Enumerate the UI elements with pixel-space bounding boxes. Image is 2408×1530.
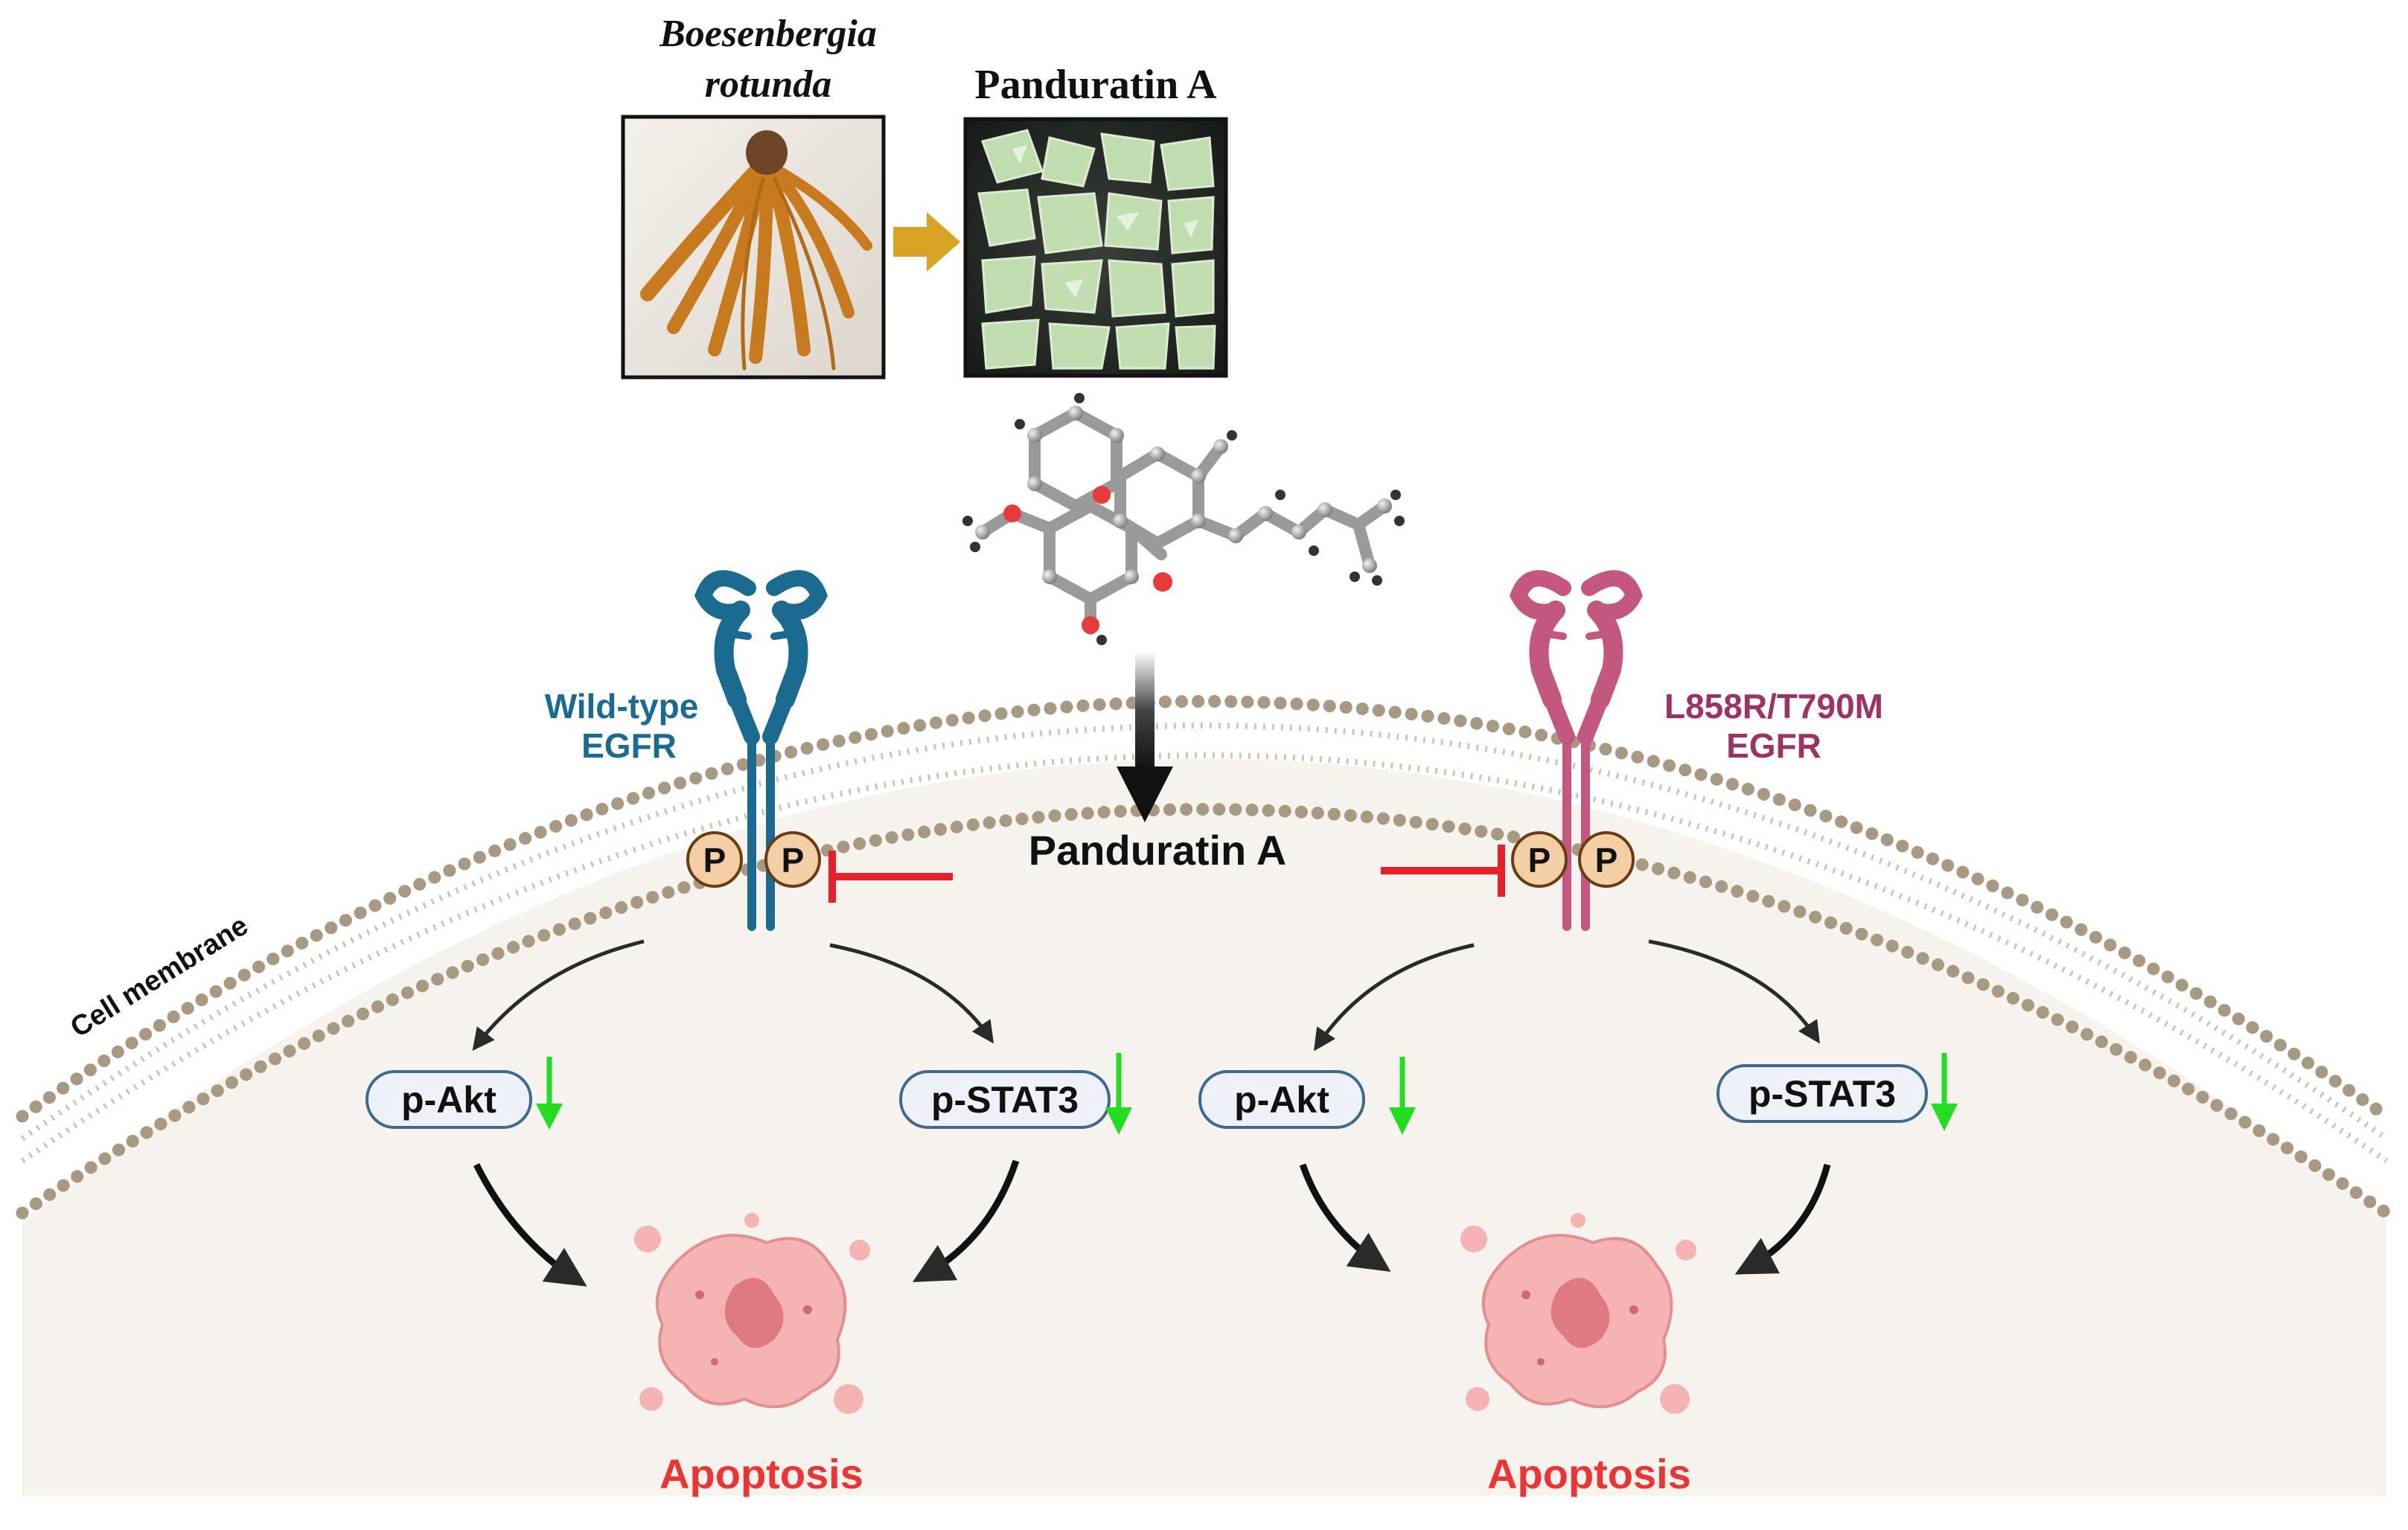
- apoptosis-label-left: Apoptosis: [660, 1450, 863, 1497]
- signal-arrows-right: [1314, 939, 1820, 1052]
- svg-text:P: P: [1595, 841, 1618, 880]
- phospho-group-right-1: P: [1511, 831, 1568, 888]
- cell-membrane: [16, 695, 2393, 1220]
- left-p-akt-node: p-Akt: [365, 1070, 532, 1129]
- inhibition-left: [828, 851, 953, 903]
- apoptotic-cell-left-icon: [634, 1213, 870, 1414]
- plant-photo: [621, 115, 886, 380]
- wild-type-label-line2: EGFR: [581, 726, 677, 765]
- svg-text:p-STAT3: p-STAT3: [931, 1079, 1079, 1121]
- wild-type-label-line1: Wild-type: [545, 687, 699, 726]
- apoptosis-label-right: Apoptosis: [1487, 1450, 1691, 1497]
- cell-interior: [22, 759, 2386, 1496]
- svg-text:P: P: [782, 841, 805, 880]
- signal-arrows-left: [472, 939, 994, 1052]
- svg-text:P: P: [703, 841, 726, 880]
- mutant-label-line2: EGFR: [1726, 726, 1821, 765]
- center-drug-label: Panduratin A: [1029, 827, 1286, 874]
- entry-arrow: [1117, 651, 1173, 822]
- plant-name-line2: rotunda: [705, 63, 832, 106]
- root-icon: [640, 160, 872, 371]
- panduratin-a-molecule: [962, 393, 1405, 645]
- phospho-group-right-2: P: [1578, 831, 1635, 888]
- right-stat3-down-arrow: [1931, 1053, 1958, 1131]
- apoptotic-cell-right-icon: [1460, 1213, 1696, 1414]
- phospho-group-left-2: P: [764, 831, 821, 888]
- left-stat3-down-arrow: [1105, 1053, 1132, 1135]
- svg-text:P: P: [1528, 841, 1551, 880]
- apoptosis-arrows-left: [473, 1159, 1020, 1287]
- plant-name-line1: Boesenbergia: [659, 13, 877, 55]
- right-p-akt-node: p-Akt: [1198, 1070, 1365, 1129]
- compound-photo-title: Panduratin A: [974, 62, 1217, 108]
- right-p-stat3-node: p-STAT3: [1716, 1064, 1928, 1123]
- inhibition-right: [1381, 845, 1505, 897]
- right-akt-down-arrow: [1389, 1057, 1416, 1135]
- wild-type-egfr-receptor: [694, 570, 828, 931]
- mutant-label-line1: L858R/T790M: [1664, 687, 1883, 726]
- svg-text:p-Akt: p-Akt: [401, 1079, 496, 1121]
- phospho-group-left-1: P: [686, 831, 743, 888]
- mutant-egfr-receptor: [1510, 570, 1643, 931]
- crystal-photo: [963, 117, 1228, 378]
- svg-text:p-STAT3: p-STAT3: [1748, 1073, 1896, 1115]
- left-akt-down-arrow: [536, 1057, 563, 1130]
- apoptosis-arrows-right: [1299, 1163, 1831, 1275]
- svg-text:p-Akt: p-Akt: [1234, 1079, 1329, 1121]
- extraction-arrow: [893, 212, 960, 272]
- left-p-stat3-node: p-STAT3: [899, 1070, 1111, 1129]
